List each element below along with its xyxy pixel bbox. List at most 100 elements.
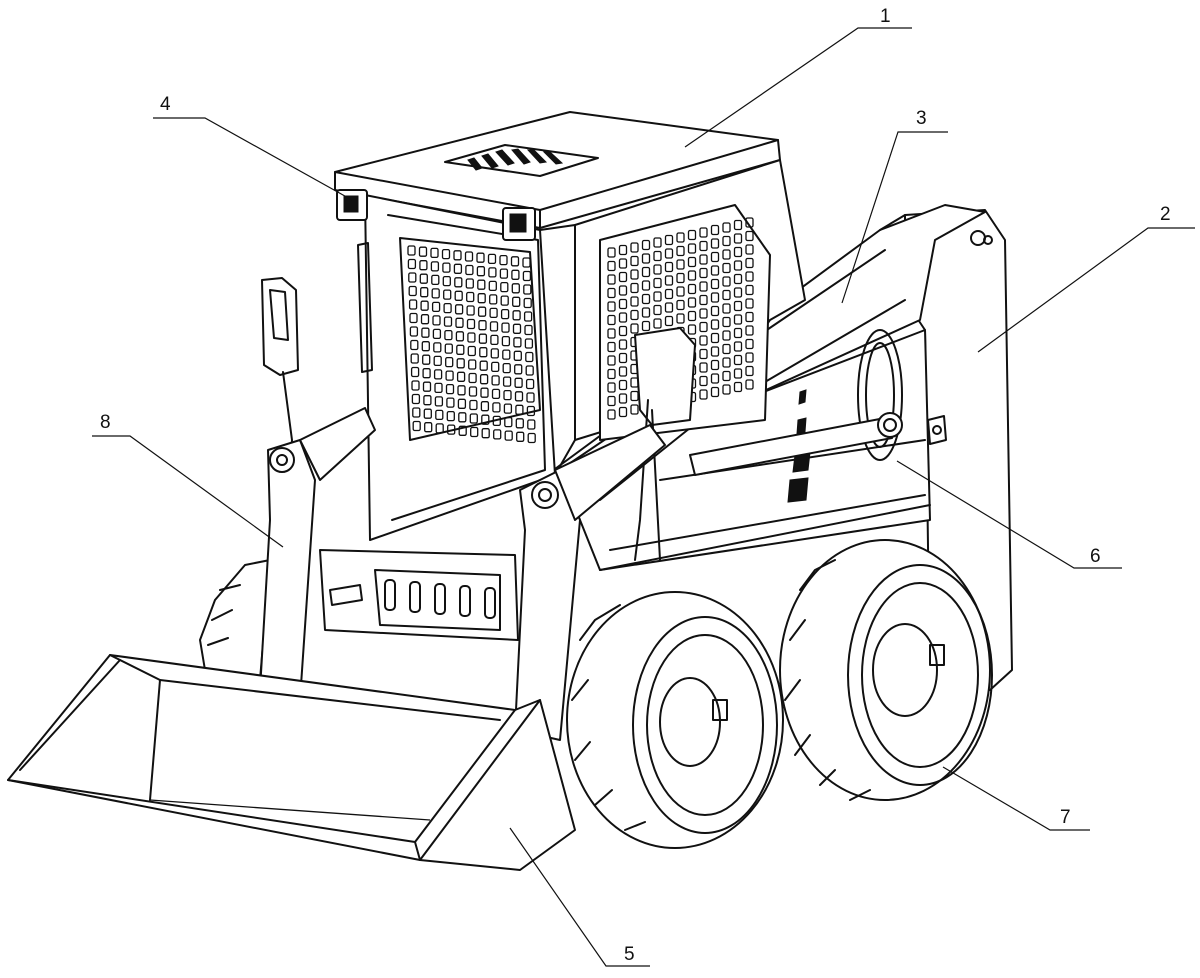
leader-5 (509, 827, 650, 967)
grille-hole (618, 258, 628, 269)
grille-hole (468, 359, 477, 370)
grille-hole (479, 347, 488, 358)
grille-hole (722, 235, 731, 247)
grille-hole (525, 351, 534, 363)
work-light-left (336, 189, 368, 221)
grille-hole (630, 282, 639, 294)
grille-hole (432, 315, 441, 326)
grille-hole (618, 325, 628, 337)
grille-hole (408, 285, 417, 297)
grille-hole (501, 335, 511, 347)
grille-hole (710, 319, 720, 330)
grille-hole (480, 387, 489, 398)
grille-hole (722, 384, 731, 395)
grille-hole (618, 285, 628, 296)
rear-wheel (779, 539, 993, 801)
grille-hole (687, 256, 697, 268)
grille-hole (523, 311, 533, 322)
operator-cab (334, 111, 806, 541)
grille-hole (478, 320, 487, 331)
grille-hole (455, 331, 465, 342)
grille-hole (445, 370, 454, 381)
grille-hole (687, 243, 697, 254)
grille-hole (477, 306, 487, 317)
grille-hole (500, 295, 509, 306)
grille-hole (745, 352, 754, 363)
grille-hole (687, 270, 697, 281)
grille-hole (409, 312, 418, 324)
grille-hole (710, 305, 720, 317)
grille-hole (513, 337, 522, 348)
grille-hole (676, 313, 685, 324)
grille-hole (607, 314, 616, 326)
grille-hole (710, 224, 720, 236)
grille-hole (503, 389, 512, 401)
grille-hole (492, 415, 501, 427)
grille-hole (630, 309, 639, 321)
grille-hole (527, 432, 536, 444)
grille-hole (733, 368, 743, 379)
grille-hole (664, 261, 674, 273)
grille-hole (433, 369, 443, 380)
grille-hole (490, 334, 499, 346)
grille-hole (745, 284, 754, 296)
grille-hole (618, 298, 628, 310)
grille-hole (607, 328, 616, 339)
grille-hole (630, 242, 639, 253)
grille-hole (465, 264, 474, 276)
grille-hole (430, 247, 439, 259)
grille-hole (431, 274, 440, 286)
grille-hole (441, 248, 451, 260)
grille-hole (722, 316, 731, 328)
grille-hole (411, 393, 421, 405)
grille-hole (513, 350, 522, 361)
grille-hole (653, 250, 662, 262)
grille-hole (607, 341, 616, 353)
grille-hole (408, 299, 418, 310)
grille-hole (408, 272, 417, 283)
grille-hole (699, 321, 708, 333)
grille-hole (466, 291, 475, 303)
grille-hole (733, 327, 743, 339)
grille-hole (699, 294, 708, 306)
grille-hole (607, 409, 616, 420)
grille-hole (410, 339, 419, 351)
grille-hole (432, 328, 442, 340)
grille-hole (710, 265, 720, 276)
grille-hole (618, 339, 628, 350)
grille-hole (422, 381, 432, 392)
grille-hole (641, 320, 651, 332)
grille-hole (630, 390, 639, 402)
callout-5: 5 (624, 944, 635, 965)
grille-hole (699, 254, 708, 265)
grille-hole (445, 383, 455, 395)
grille-hole (527, 419, 536, 430)
grille-hole (524, 338, 534, 349)
grille-hole (641, 280, 651, 291)
grille-hole (433, 355, 442, 367)
grille-hole (664, 275, 674, 286)
grille-hole (722, 276, 731, 287)
front-door-grille (399, 237, 541, 444)
grille-hole (618, 352, 628, 364)
grille-hole (733, 354, 743, 366)
callout-1: 1 (880, 6, 891, 27)
grille-hole (454, 304, 464, 315)
grille-hole (502, 349, 511, 360)
front-wheel (566, 591, 784, 849)
callout-7: 7 (1060, 807, 1071, 828)
grille-hole (499, 268, 509, 279)
grille-hole (699, 308, 708, 319)
grille-hole (607, 260, 616, 272)
leader-1 (684, 27, 912, 148)
grille-hole (516, 431, 525, 442)
grille-hole (469, 413, 478, 424)
grille-hole (745, 338, 754, 350)
grille-hole (722, 222, 731, 233)
grille-hole (502, 376, 512, 387)
grille-hole (630, 323, 639, 334)
grille-hole (710, 332, 720, 344)
grille-hole (710, 359, 720, 371)
grille-hole (431, 288, 440, 299)
